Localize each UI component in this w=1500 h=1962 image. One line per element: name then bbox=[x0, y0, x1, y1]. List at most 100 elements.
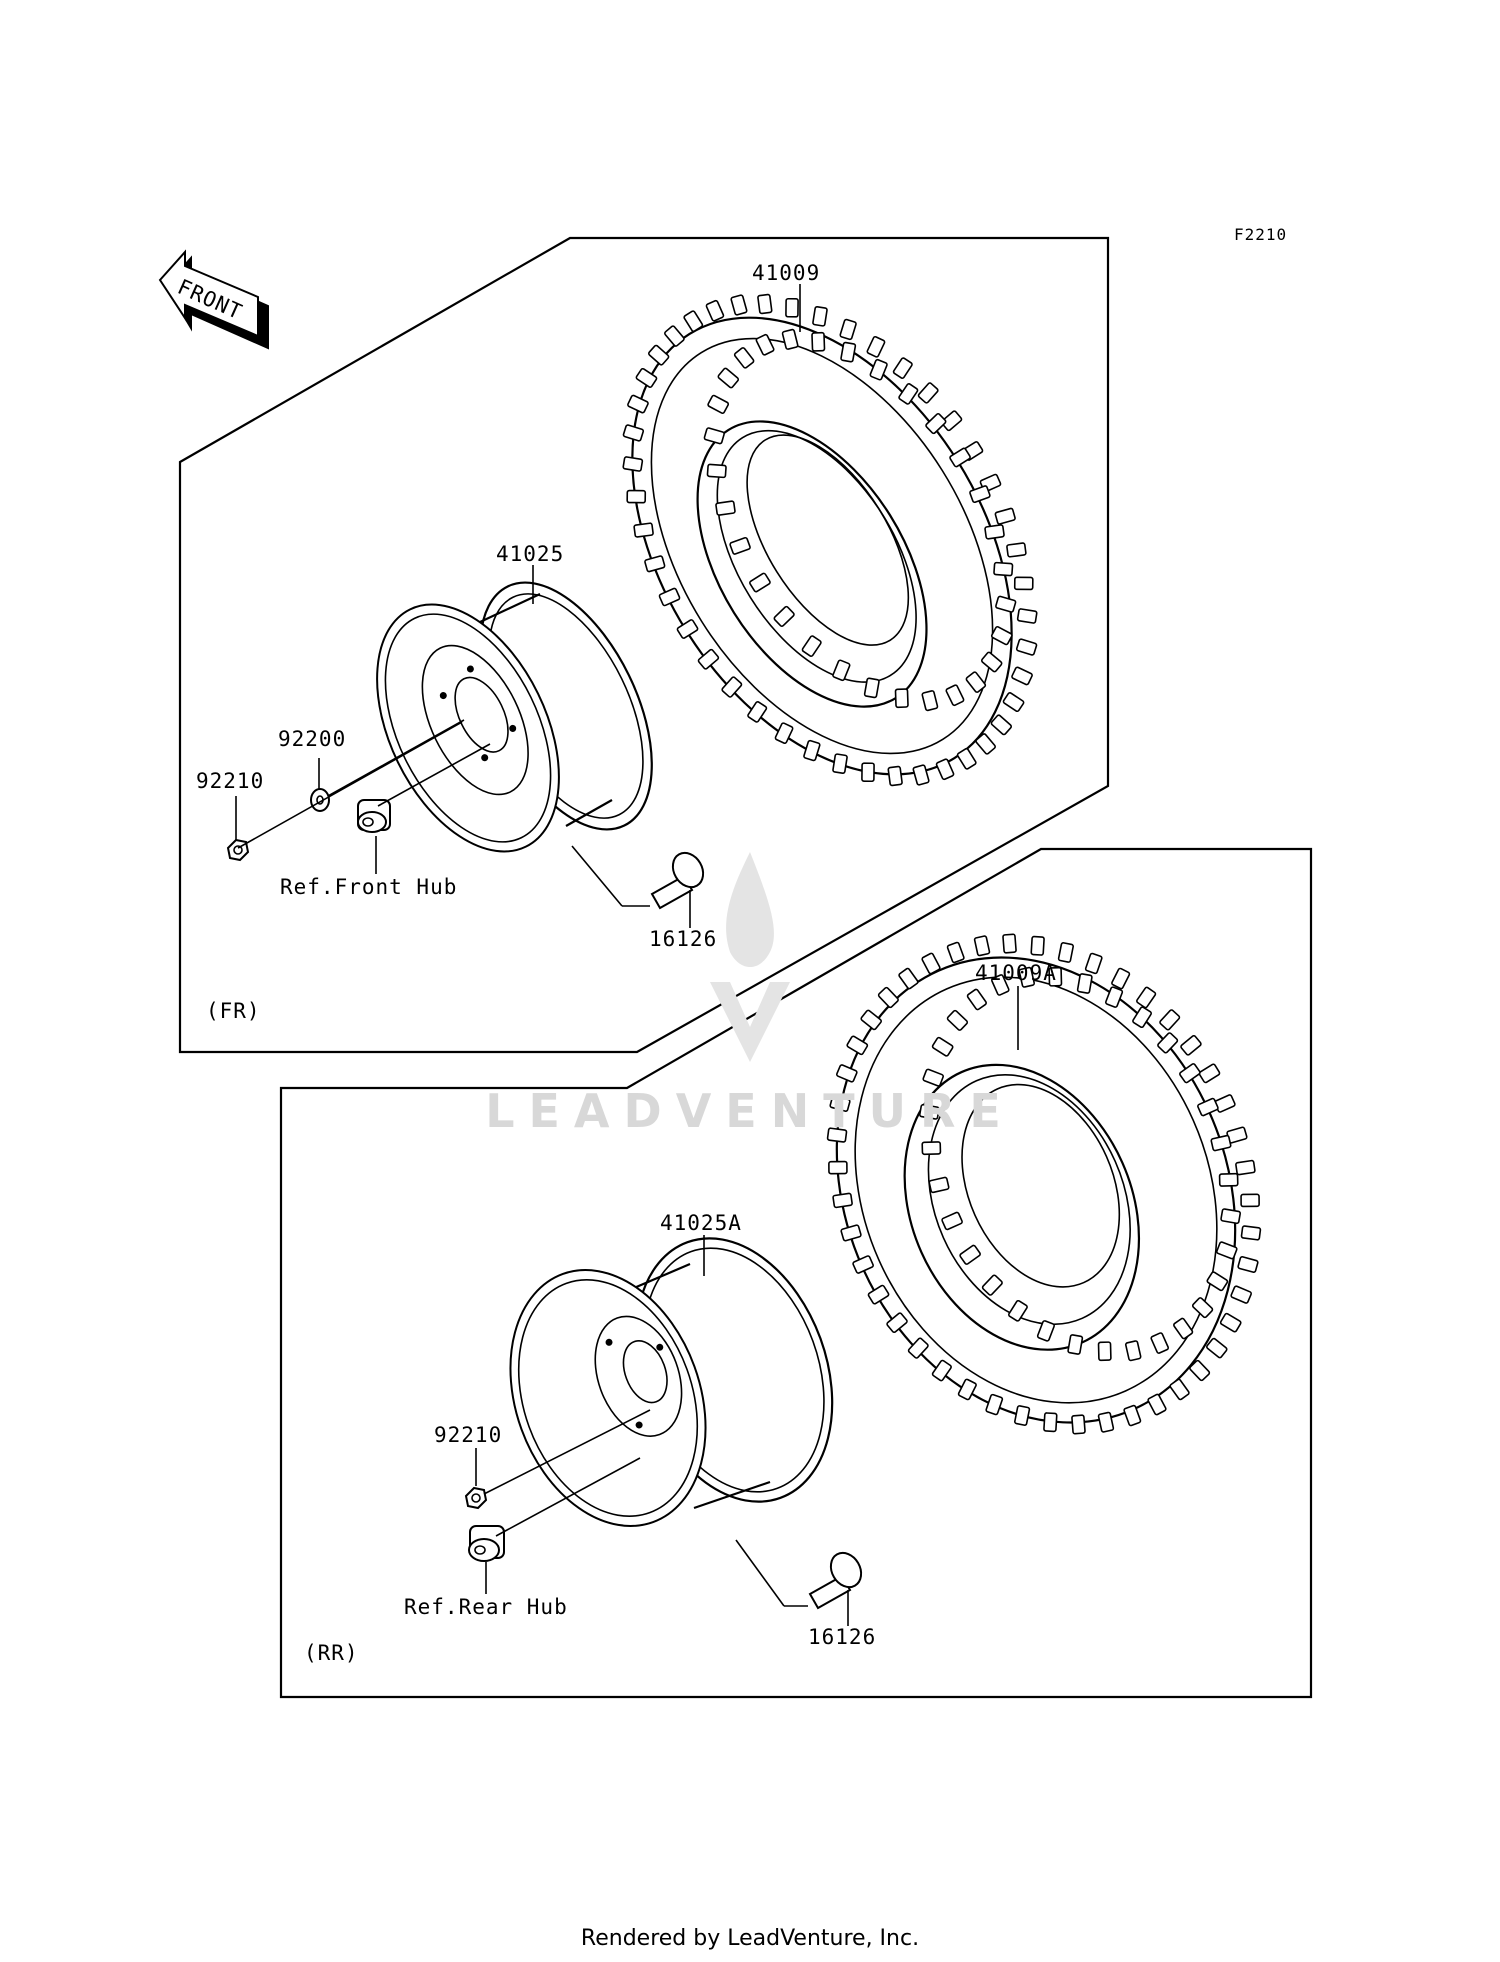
tread-block bbox=[622, 424, 645, 442]
tread-block bbox=[1216, 1241, 1238, 1260]
tread-block bbox=[1030, 935, 1045, 956]
tread-block bbox=[715, 500, 736, 516]
tread-block bbox=[785, 297, 799, 318]
tread-block bbox=[941, 1211, 963, 1231]
tread-block bbox=[1198, 1063, 1221, 1084]
tread-block bbox=[866, 335, 886, 358]
rear-valve-icon bbox=[808, 1551, 863, 1610]
tag-fr: (FR) bbox=[206, 999, 261, 1023]
tread-block bbox=[1105, 986, 1124, 1008]
front-group-panel bbox=[178, 236, 1110, 1054]
tread-block bbox=[801, 635, 822, 657]
tread-block bbox=[935, 758, 955, 781]
tread-block bbox=[706, 463, 727, 479]
tread-block bbox=[912, 764, 930, 786]
tread-block bbox=[990, 626, 1013, 646]
label-92200: 92200 bbox=[278, 727, 346, 751]
tread-block bbox=[832, 659, 851, 682]
tread-block bbox=[829, 1095, 851, 1112]
tread-block bbox=[729, 536, 751, 555]
label-41025A: 41025A bbox=[660, 1211, 742, 1235]
tread-block bbox=[863, 677, 880, 699]
tread-block bbox=[969, 485, 991, 504]
tread-block bbox=[658, 587, 681, 607]
tread-block bbox=[921, 690, 939, 712]
tread-block bbox=[918, 1103, 940, 1120]
tread-block bbox=[956, 747, 977, 770]
front-hub-icon bbox=[357, 799, 391, 833]
tread-block bbox=[946, 1009, 969, 1031]
tread-block bbox=[707, 394, 730, 414]
tread-block bbox=[1206, 1271, 1229, 1292]
tread-block bbox=[1220, 1208, 1242, 1225]
tread-block bbox=[892, 357, 913, 379]
tread-block bbox=[832, 753, 848, 774]
rear-tire bbox=[826, 933, 1262, 1435]
tread-block bbox=[705, 299, 725, 322]
tread-block bbox=[846, 1035, 869, 1056]
tread-block bbox=[985, 1393, 1004, 1416]
tread-block bbox=[1136, 986, 1157, 1009]
tread-block bbox=[852, 1255, 874, 1274]
tread-block bbox=[973, 935, 991, 957]
tread-block bbox=[1097, 1341, 1112, 1362]
tread-block bbox=[945, 684, 965, 707]
tread-block bbox=[931, 1359, 952, 1382]
watermark-logo-icon bbox=[710, 852, 790, 1062]
tread-block bbox=[1240, 1193, 1260, 1208]
tread-block bbox=[626, 489, 647, 504]
tread-block bbox=[928, 1176, 950, 1194]
tread-block bbox=[826, 1127, 848, 1143]
tread-block bbox=[921, 952, 941, 975]
tread-block bbox=[1197, 1097, 1219, 1117]
tread-block bbox=[1189, 1359, 1211, 1382]
tread-block bbox=[907, 1337, 929, 1359]
tread-block bbox=[1014, 1405, 1031, 1426]
tread-block bbox=[757, 293, 773, 315]
label-41009A: 41009A bbox=[975, 961, 1057, 985]
tread-block bbox=[1013, 576, 1034, 591]
tread-block bbox=[1016, 608, 1038, 624]
front-arrow-icon: FRONT bbox=[158, 249, 269, 350]
tread-block bbox=[965, 671, 987, 693]
tread-block bbox=[981, 1274, 1003, 1296]
tread-block bbox=[703, 427, 725, 445]
tread-block bbox=[1067, 1334, 1084, 1355]
tread-block bbox=[946, 941, 965, 964]
tread-block bbox=[647, 344, 670, 366]
tread-block bbox=[1180, 1034, 1202, 1056]
tread-block bbox=[840, 1224, 862, 1242]
label-92210-front: 92210 bbox=[196, 769, 264, 793]
tread-block bbox=[1011, 666, 1033, 686]
tread-block bbox=[894, 688, 909, 709]
tread-block bbox=[622, 456, 644, 472]
tread-block bbox=[633, 522, 654, 538]
tread-block bbox=[867, 1284, 890, 1305]
tread-block bbox=[887, 765, 903, 787]
tread-block bbox=[1018, 966, 1036, 988]
tread-block bbox=[839, 318, 857, 341]
tread-block bbox=[1057, 942, 1074, 963]
tread-block bbox=[840, 341, 857, 363]
rear-group-panel bbox=[279, 847, 1313, 1699]
tread-block bbox=[644, 555, 666, 573]
tread-block bbox=[836, 1064, 858, 1083]
tread-block bbox=[1076, 973, 1093, 994]
tread-block bbox=[1150, 1332, 1170, 1354]
tread-block bbox=[781, 328, 799, 350]
tread-block bbox=[697, 648, 720, 670]
tread-block bbox=[1097, 1411, 1115, 1433]
label-41025: 41025 bbox=[496, 542, 564, 566]
label-92210-rear: 92210 bbox=[434, 1423, 502, 1447]
front-nut-icon bbox=[226, 838, 250, 862]
tread-block bbox=[1008, 1299, 1028, 1322]
tread-block bbox=[990, 974, 1010, 996]
tread-block bbox=[747, 701, 768, 723]
tread-block bbox=[990, 714, 1013, 736]
tread-block bbox=[917, 382, 939, 404]
tread-block bbox=[925, 413, 947, 435]
tread-block bbox=[635, 367, 658, 388]
tread-block bbox=[966, 988, 987, 1011]
tread-block bbox=[860, 1009, 882, 1031]
tread-block bbox=[1157, 1032, 1179, 1054]
